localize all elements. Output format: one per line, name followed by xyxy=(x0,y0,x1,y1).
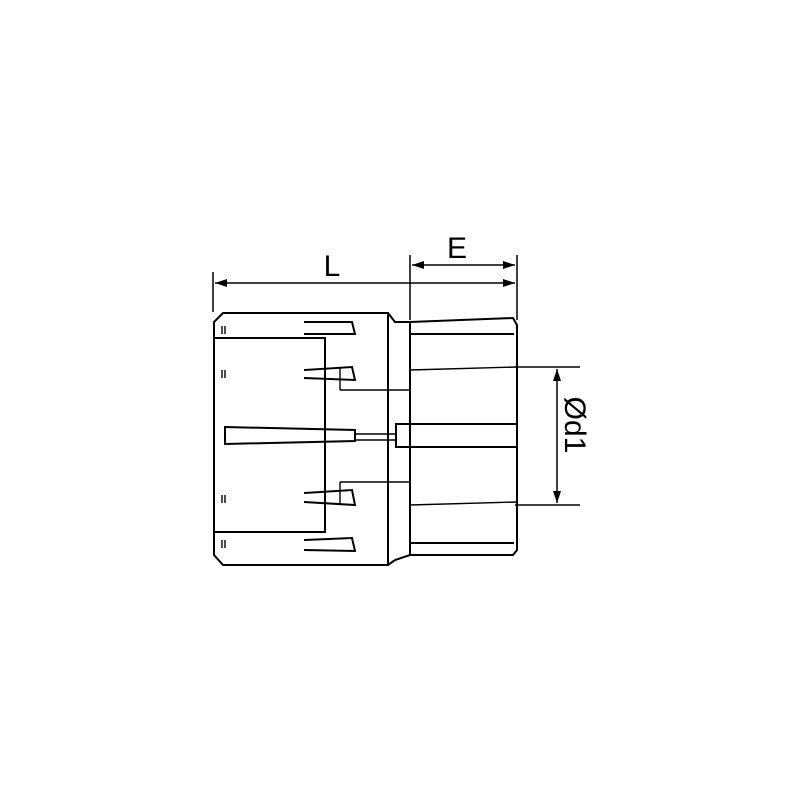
bottom-slot xyxy=(303,536,357,553)
dimension-l: L xyxy=(212,250,518,320)
upper-slot xyxy=(303,365,357,382)
center-bar-right xyxy=(395,423,518,448)
label-e: E xyxy=(447,232,467,265)
lower-slot xyxy=(303,488,357,507)
label-d1: Ød1 xyxy=(558,397,591,454)
fitting-body xyxy=(213,312,518,566)
top-slot xyxy=(304,321,357,335)
dimension-e: E xyxy=(409,232,515,320)
center-bar-left xyxy=(224,425,356,446)
bore-inner-bottom xyxy=(409,501,518,506)
body-outline xyxy=(213,312,518,566)
inner-chamber xyxy=(213,337,326,533)
label-l: L xyxy=(324,250,341,283)
dimension-d1: Ød1 xyxy=(515,366,591,506)
bore-inner-top xyxy=(409,366,518,371)
